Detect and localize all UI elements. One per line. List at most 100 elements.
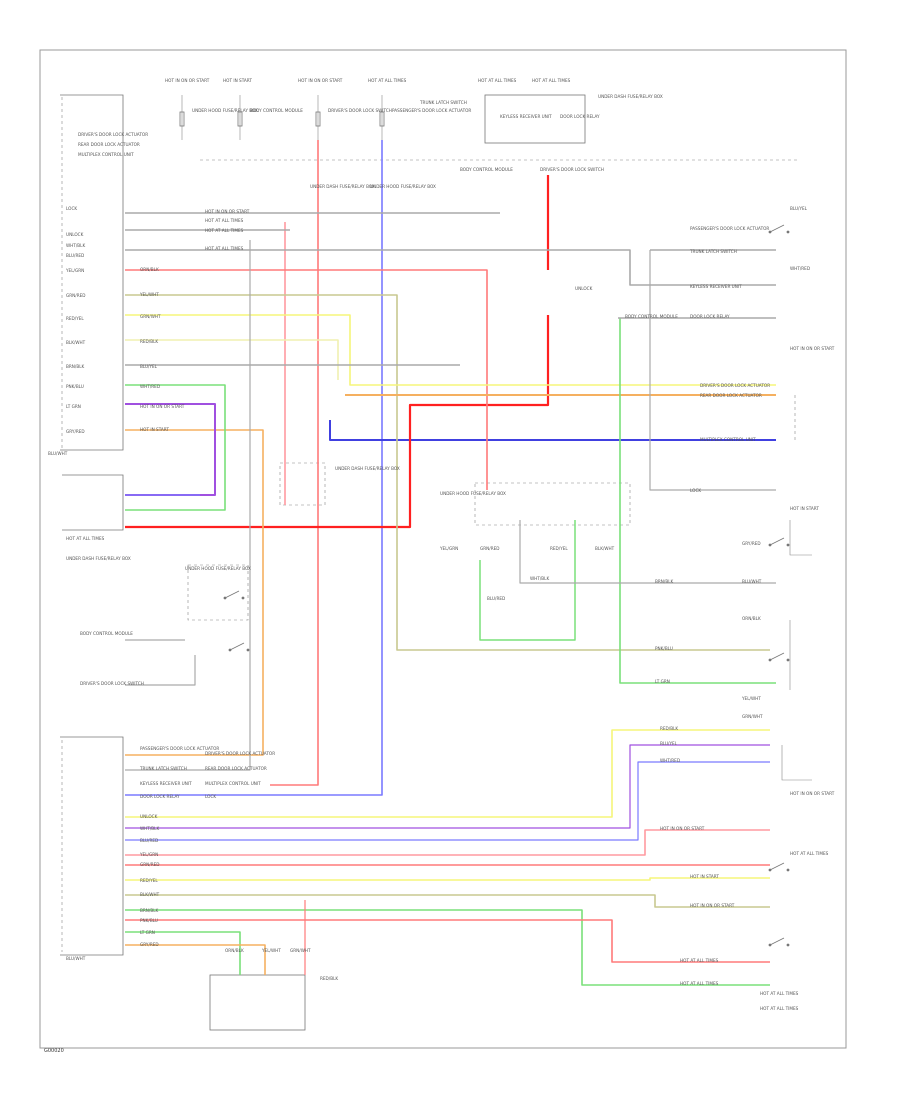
diagram-label: BLU/YEL (660, 741, 678, 746)
diagram-label: RED/BLK (320, 976, 338, 981)
diagram-label: UNDER DASH FUSE/RELAY BOX (598, 94, 663, 99)
purple-wire (125, 744, 770, 829)
diagram-label: BLU/RED (140, 838, 158, 843)
diagram-label: HOT IN ON OR START (690, 903, 735, 908)
diagram-label: HOT IN ON OR START (660, 826, 705, 831)
diagram-label: RED/BLK (660, 726, 678, 731)
diagram-label: GRY/RED (140, 942, 159, 947)
diagram-label: HOT AT ALL TIMES (205, 228, 244, 233)
door-switch-box (209, 974, 306, 1031)
diagram-label: UNDER DASH FUSE/RELAY BOX (310, 184, 375, 189)
diagram-label: MULTIPLEX CONTROL UNIT (205, 781, 261, 786)
fuse-3 (379, 111, 385, 127)
diagram-label: YEL/WHT (741, 696, 761, 701)
diagram-label: KEYLESS RECEIVER UNIT (500, 114, 552, 119)
diagram-label: GRY/RED (66, 429, 85, 434)
diagram-label: LOCK (205, 794, 216, 799)
diagram-label: WHT/BLK (530, 576, 549, 581)
diagram-label: GRN/WHT (742, 714, 763, 719)
actuator-lead-1 (781, 745, 812, 781)
diagram-label: TRUNK LATCH SWITCH (419, 100, 467, 105)
diagram-label: REAR DOOR LOCK ACTUATOR (78, 142, 140, 147)
diagram-label: RED/YEL (66, 316, 84, 321)
diagram-label: YEL/WHT (261, 948, 281, 953)
diagram-label: UNLOCK (575, 286, 593, 291)
fuse-1 (237, 111, 243, 127)
green-wire (125, 931, 241, 975)
figure-id: G00020 (44, 1048, 64, 1054)
diagram-label: HOT AT ALL TIMES (680, 981, 719, 986)
diagram-label: BODY CONTROL MODULE (625, 314, 678, 319)
bright_red-wire (125, 315, 550, 529)
diagram-label: HOT AT ALL TIMES (205, 246, 244, 251)
diagram-label: REAR DOOR LOCK ACTUATOR (205, 766, 267, 771)
diagram-label: DRIVER'S DOOR LOCK SWITCH (80, 681, 144, 686)
diagram-frame (39, 49, 847, 1049)
diagram-label: REAR DOOR LOCK ACTUATOR (700, 393, 762, 398)
diagram-label: MULTIPLEX CONTROL UNIT (78, 152, 134, 157)
diagram-label: GRN/WHT (290, 948, 311, 953)
diagram-label: BLU/RED (487, 596, 505, 601)
diagram-label: YEL/GRN (439, 546, 458, 551)
diagram-label: HOT AT ALL TIMES (760, 1006, 799, 1011)
underhood-fuse-box (484, 94, 586, 144)
blue-wire (125, 140, 383, 796)
diagram-label: ORN/BLK (225, 948, 244, 953)
diagram-label: RED/YEL (550, 546, 568, 551)
diagram-label: UNDER DASH FUSE/RELAY BOX (66, 556, 131, 561)
diagram-label: WHT/RED (660, 758, 680, 763)
diagram-label: DOOR LOCK RELAY (690, 314, 730, 319)
diagram-label: HOT IN ON OR START (140, 404, 185, 409)
diagram-label: UNDER HOOD FUSE/RELAY BOX (370, 184, 436, 189)
diagram-label: BRN/BLK (655, 579, 674, 584)
diagram-label: BRN/BLK (66, 364, 85, 369)
switch-contact-0 (786, 230, 790, 234)
mcu-box (60, 736, 124, 956)
diagram-label: BLU/YEL (790, 206, 808, 211)
diagram-label: HOT IN ON OR START (298, 78, 343, 83)
gray-wire (649, 250, 776, 491)
orange-wire (125, 944, 266, 975)
yellow-wire (125, 877, 770, 881)
red-wire (125, 269, 488, 490)
switch-contact-3 (786, 868, 790, 872)
diagram-label: GRN/RED (480, 546, 499, 551)
diagram-label: BLU/WHT (742, 579, 762, 584)
switch-pivot-5 (223, 596, 227, 600)
keyless-receiver-box (62, 474, 124, 531)
diagram-label: BLU/YEL (140, 364, 158, 369)
diagram-label: GRN/RED (66, 293, 85, 298)
diagram-label: BLK/WHT (66, 340, 86, 345)
diagram-label: UNLOCK (66, 232, 84, 237)
diagram-label: HOT IN ON OR START (165, 78, 210, 83)
diagram-label: YEL/GRN (65, 268, 84, 273)
switch-contact-4 (786, 943, 790, 947)
diagram-label: PNK/BLU (140, 918, 158, 923)
diagram-label: HOT IN START (690, 874, 719, 879)
diagram-label: HOT AT ALL TIMES (790, 851, 829, 856)
diagram-label: UNDER HOOD FUSE/RELAY BOX (440, 491, 506, 496)
olive-wire (125, 894, 770, 908)
blurred-labels: HOT IN ON OR START HOT IN START HOT IN ON … (48, 78, 835, 1011)
fuse-0 (179, 111, 185, 127)
diagram-label: BODY CONTROL MODULE (250, 108, 303, 113)
diagram-label: BLU/WHT (66, 956, 86, 961)
diagram-label: YEL/WHT (139, 292, 159, 297)
door-lock-relay-box (474, 482, 631, 526)
gray-wire (125, 249, 776, 286)
diagram-label: DRIVER'S DOOR LOCK SWITCH (328, 108, 392, 113)
diagram-label: WHT/RED (140, 384, 160, 389)
green-wire (125, 909, 770, 986)
diagram-label: HOT AT ALL TIMES (368, 78, 407, 83)
green-wire (619, 318, 776, 684)
diagram-label: TRUNK LATCH SWITCH (139, 766, 187, 771)
switch-contact-6 (246, 648, 250, 652)
diagram-label: BODY CONTROL MODULE (460, 167, 513, 172)
red-wire (125, 919, 770, 963)
gray-wire (519, 520, 776, 584)
diagram-label: HOT IN START (790, 506, 819, 511)
gray-wire (125, 240, 251, 771)
switch-pivot-3 (768, 868, 772, 872)
diagram-label: ORN/BLK (140, 267, 159, 272)
